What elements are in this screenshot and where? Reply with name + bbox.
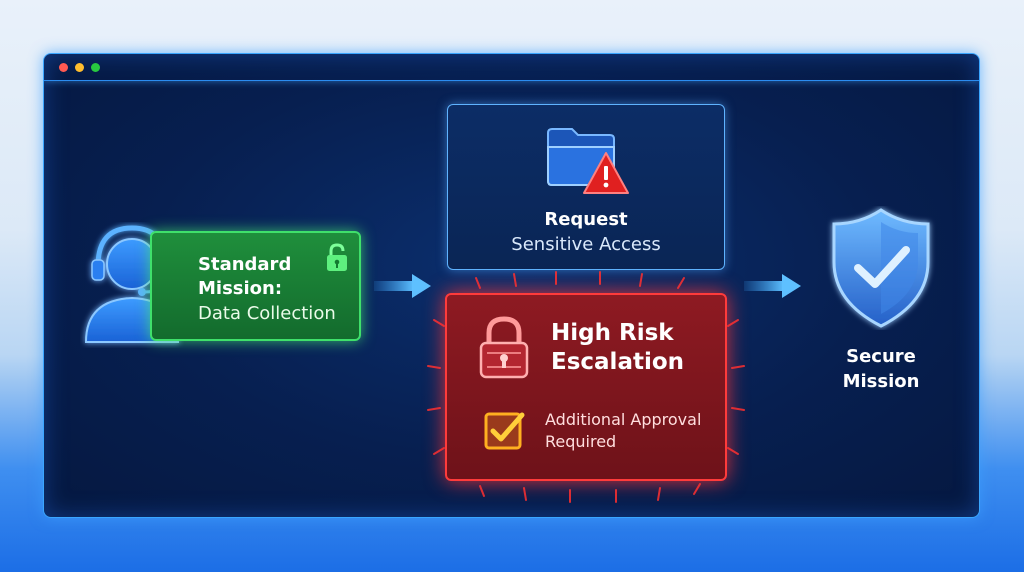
close-window-button[interactable] <box>59 63 68 72</box>
secure-mission-label: Secure Mission <box>842 346 920 392</box>
shield-check-icon <box>832 208 930 328</box>
folder-warning-icon <box>547 128 629 194</box>
high-risk-title: High Risk Escalation <box>551 320 685 375</box>
maximize-window-button[interactable] <box>91 63 100 72</box>
standard-mission-subtitle: Data Collection <box>198 303 336 324</box>
alert-glow-rays <box>427 271 745 503</box>
request-access-card[interactable]: Request Sensitive Access <box>447 104 725 270</box>
window-titlebar <box>44 54 979 81</box>
standard-mission-card[interactable]: Standard Mission: Data Collection <box>150 231 361 341</box>
checked-box-icon <box>484 412 525 450</box>
unlocked-padlock-icon <box>327 243 347 271</box>
request-title: Request <box>544 209 628 230</box>
locked-padlock-icon <box>479 316 529 379</box>
additional-approval-note: Additional Approval Required <box>545 410 702 451</box>
right-arrow-icon <box>374 274 431 298</box>
high-risk-escalation-card[interactable]: High Risk Escalation Additional Approval… <box>445 293 727 481</box>
request-subtitle: Sensitive Access <box>511 234 661 255</box>
minimize-window-button[interactable] <box>75 63 84 72</box>
standard-mission-title: Standard Mission: <box>198 254 292 299</box>
right-arrow-icon <box>744 274 801 298</box>
